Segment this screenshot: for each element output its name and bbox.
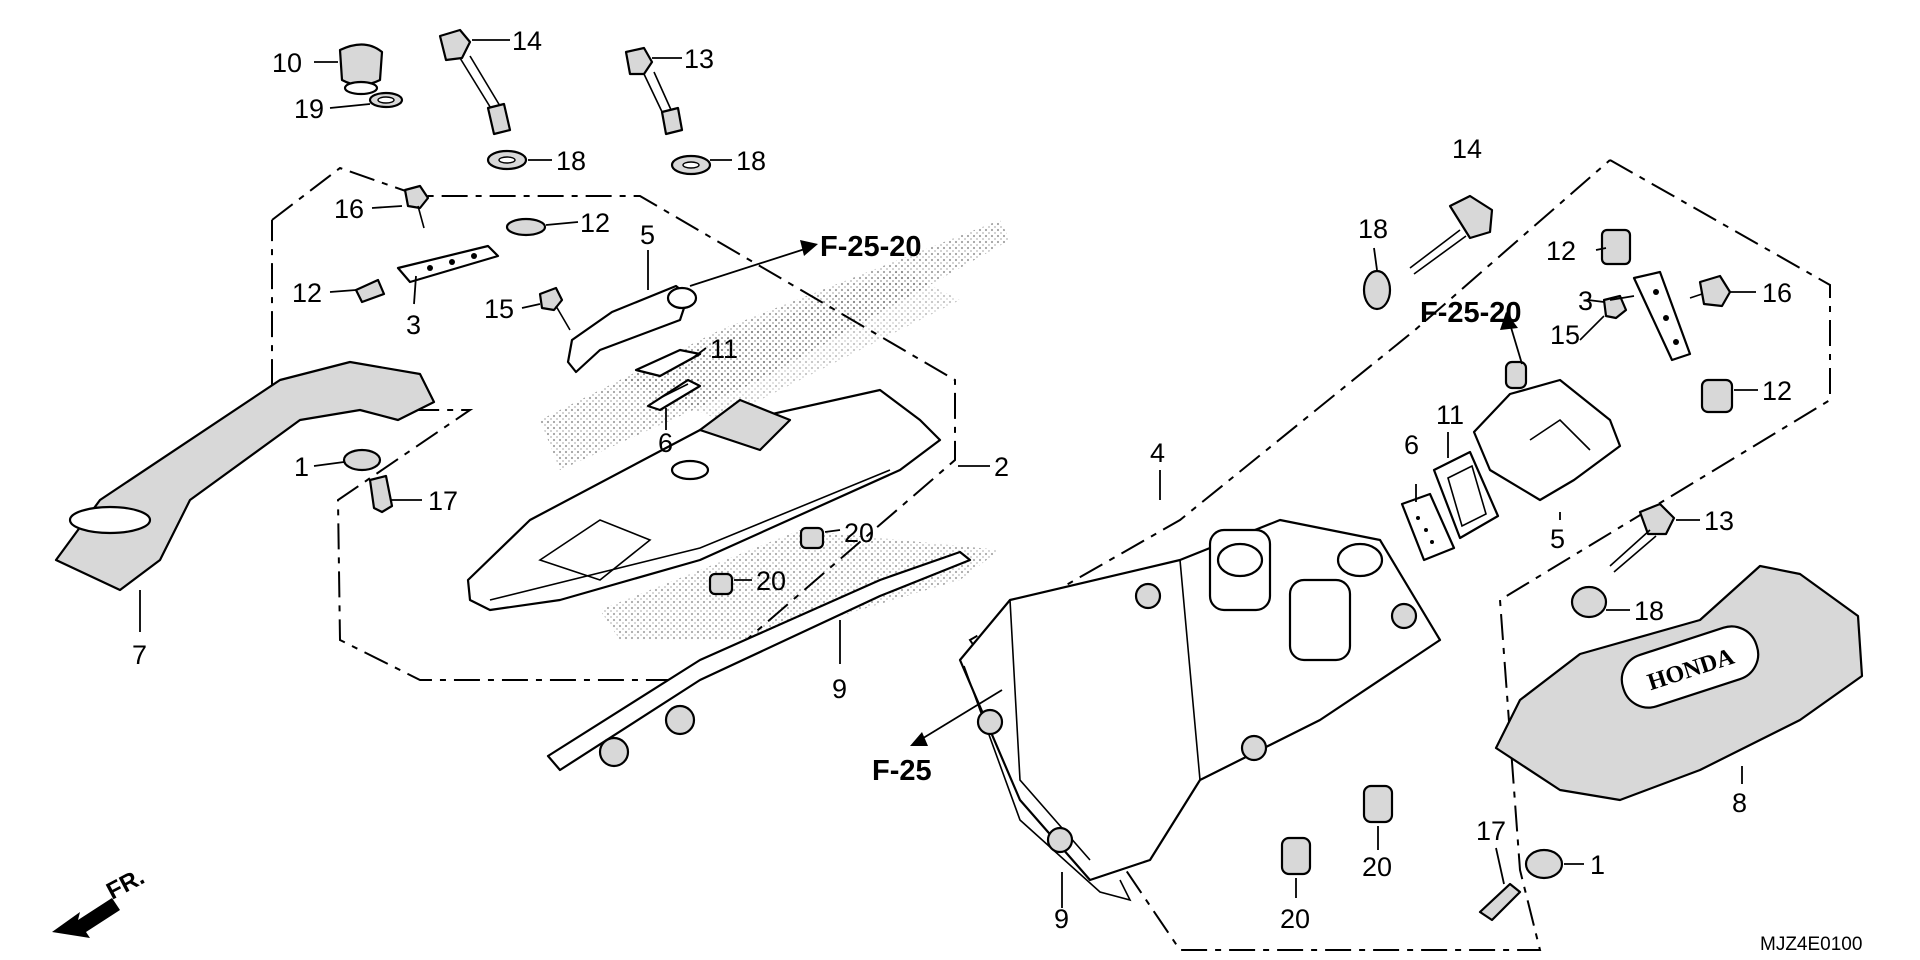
cylinder-head-cover-2 bbox=[466, 388, 942, 612]
bracket-3-left bbox=[396, 244, 500, 284]
callout-18: 18 bbox=[736, 146, 766, 176]
callout-18: 18 bbox=[556, 146, 586, 176]
callout-6: 6 bbox=[1404, 430, 1419, 460]
washer-12-a bbox=[505, 217, 547, 237]
washer-12-b bbox=[354, 278, 386, 304]
gasket-11-right bbox=[1432, 450, 1500, 540]
callout-12: 12 bbox=[580, 208, 610, 238]
callout-9: 9 bbox=[832, 674, 847, 704]
grommet-18-d bbox=[1570, 585, 1608, 619]
group-outline-right bbox=[968, 159, 1831, 951]
grommet-18-c bbox=[1362, 269, 1392, 311]
dowel-20-a bbox=[799, 526, 825, 550]
front-arrow: FR. bbox=[52, 863, 149, 938]
callout-15: 15 bbox=[1550, 320, 1580, 350]
callout-13: 13 bbox=[1704, 506, 1734, 536]
diagram-code: MJZ4E0100 bbox=[1760, 934, 1862, 955]
callout-18: 18 bbox=[1634, 596, 1664, 626]
callout-14: 14 bbox=[1452, 134, 1482, 164]
callout-8: 8 bbox=[1732, 788, 1747, 818]
callout-20: 20 bbox=[756, 566, 786, 596]
callout-13: 13 bbox=[684, 44, 714, 74]
callout-12: 12 bbox=[1546, 236, 1576, 266]
callout-20: 20 bbox=[844, 518, 874, 548]
callout-11: 11 bbox=[1436, 400, 1464, 430]
bolt-14-right bbox=[1409, 194, 1494, 275]
plate-6-left bbox=[646, 378, 702, 412]
callout-14: 14 bbox=[512, 26, 542, 56]
callout-16: 16 bbox=[334, 194, 364, 224]
callout-6: 6 bbox=[658, 428, 673, 458]
side-cover-7 bbox=[54, 360, 436, 592]
dowel-20-c bbox=[1280, 836, 1312, 876]
o-ring-19 bbox=[368, 91, 404, 109]
gasket-9-right bbox=[963, 665, 1132, 902]
callout-17: 17 bbox=[428, 486, 458, 516]
callout-5: 5 bbox=[640, 220, 655, 250]
grommet-18-a bbox=[486, 149, 528, 171]
bolt-13-left bbox=[624, 46, 684, 136]
sensor-17-right bbox=[1478, 882, 1522, 922]
dowel-20-d bbox=[1362, 784, 1394, 824]
callout-19: 19 bbox=[294, 94, 324, 124]
grommet-1-left bbox=[342, 448, 382, 472]
bolt-16-left bbox=[403, 184, 430, 229]
callout-7: 7 bbox=[132, 640, 147, 670]
callout-18: 18 bbox=[1358, 214, 1388, 244]
ref-f2520-left: F-25-20 bbox=[820, 231, 922, 263]
callout-20: 20 bbox=[1362, 852, 1392, 882]
gasket-11-left bbox=[634, 348, 702, 378]
oil-filler-cap bbox=[338, 43, 384, 96]
bolt-14-left bbox=[438, 28, 512, 136]
callout-17: 17 bbox=[1476, 816, 1506, 846]
pcv-cover-5-left bbox=[566, 284, 698, 374]
ref-f2520-right: F-25-20 bbox=[1420, 297, 1522, 329]
sensor-17-left bbox=[368, 474, 394, 514]
callout-1: 1 bbox=[294, 452, 309, 482]
callout-3: 3 bbox=[1578, 286, 1593, 316]
callout-3: 3 bbox=[406, 310, 421, 340]
front-mark: FR. bbox=[102, 863, 149, 905]
bracket-3-right bbox=[1632, 270, 1692, 362]
bolt-15-left bbox=[538, 286, 571, 331]
dowel-20-b bbox=[708, 572, 734, 596]
cylinder-head-cover-4 bbox=[958, 518, 1442, 882]
callout-20: 20 bbox=[1280, 904, 1310, 934]
callouts: 10 19 14 18 13 18 16 12 12 3 15 5 11 6 1… bbox=[132, 26, 1792, 934]
washer-12-c bbox=[1600, 228, 1632, 266]
callout-11: 11 bbox=[710, 334, 738, 364]
plate-6-right bbox=[1400, 492, 1456, 562]
callout-4: 4 bbox=[1150, 438, 1165, 468]
callout-10: 10 bbox=[272, 48, 302, 78]
callout-5: 5 bbox=[1550, 524, 1565, 554]
callout-1: 1 bbox=[1590, 850, 1605, 880]
callout-12: 12 bbox=[1762, 376, 1792, 406]
callout-16: 16 bbox=[1762, 278, 1792, 308]
bolt-15-right bbox=[1579, 294, 1628, 341]
ref-f25: F-25 bbox=[872, 755, 932, 787]
bolt-13-right bbox=[1609, 502, 1676, 573]
grommet-18-b bbox=[670, 154, 712, 176]
bolt-16-right bbox=[1689, 274, 1732, 308]
leader-lines bbox=[139, 39, 1758, 908]
gasket-9-left bbox=[546, 550, 972, 772]
washer-12-d bbox=[1700, 378, 1734, 414]
reference-arrows bbox=[689, 240, 1523, 746]
engine-cover-8: HONDA bbox=[1494, 564, 1864, 802]
pcv-cover-5-right bbox=[1472, 360, 1622, 502]
callout-15: 15 bbox=[484, 294, 514, 324]
grommet-1-right bbox=[1524, 848, 1564, 880]
callout-2: 2 bbox=[994, 452, 1009, 482]
callout-12: 12 bbox=[292, 278, 322, 308]
callout-9: 9 bbox=[1054, 904, 1069, 934]
